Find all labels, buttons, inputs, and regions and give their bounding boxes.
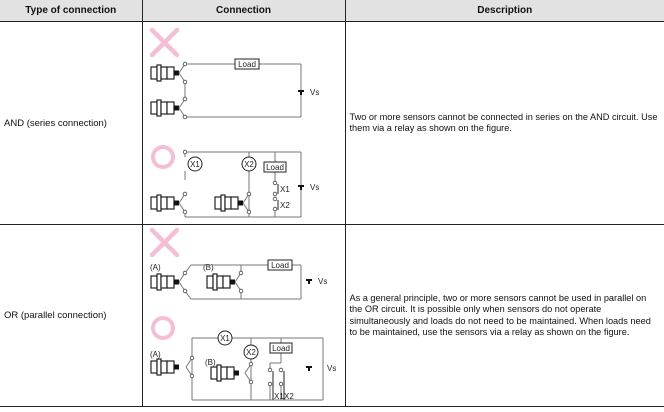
sensor-label-b: (B) [205, 358, 216, 367]
relay-coil-x1: X1 [187, 156, 202, 172]
sensor-icon [149, 358, 180, 376]
relay-contact-x2: X2 [283, 371, 294, 401]
header-connection: Connection [141, 0, 346, 22]
load-box: Load [234, 58, 259, 70]
cross-icon [149, 227, 179, 258]
svg-text:X2: X2 [244, 160, 254, 169]
battery-icon [297, 185, 304, 190]
battery-icon [305, 366, 312, 371]
battery-icon [305, 279, 312, 284]
supply-label: Vs [327, 364, 336, 373]
sensor-icon [149, 64, 180, 82]
svg-text:X2: X2 [284, 392, 294, 401]
type-cell: AND (series connection) [0, 21, 143, 225]
header-type: Type of connection [0, 0, 143, 22]
svg-text:X1: X1 [220, 334, 230, 343]
circle-icon [150, 316, 175, 340]
connection-cell: Load Vs [141, 21, 346, 225]
sensor-icon [149, 99, 180, 117]
sensor-icon [213, 194, 244, 212]
svg-text:Load: Load [272, 344, 290, 353]
header-description: Description [344, 0, 664, 22]
sensor-icon [149, 194, 180, 212]
table-row-or: OR (parallel connection) (A) (B) [0, 224, 664, 407]
sensor-label-a: (A) [150, 350, 161, 359]
circle-icon [150, 145, 175, 169]
header-row: Type of connection Connection Descriptio… [0, 0, 664, 22]
sensor-label-a: (A) [150, 263, 161, 272]
sensor-label-b: (B) [203, 263, 214, 272]
relay-coil-x2: X2 [241, 156, 256, 172]
supply-label: Vs [318, 277, 327, 286]
svg-text:X2: X2 [280, 201, 290, 210]
and-series-wiring [178, 63, 301, 118]
battery-icon [297, 90, 304, 95]
load-box: Load [267, 259, 292, 271]
load-box: Load [263, 161, 286, 173]
svg-text:Load: Load [271, 261, 289, 270]
sensor-icon [209, 364, 240, 382]
and-diagrams: Load Vs [149, 27, 319, 218]
supply-label: Vs [310, 88, 319, 97]
supply-label: Vs [310, 183, 319, 192]
relay-contact-x2: X2 [277, 200, 290, 210]
relay-contact-x1: X1 [272, 371, 284, 401]
load-box: Load [269, 342, 292, 354]
relay-coil-x2: X2 [243, 344, 258, 360]
or-diagrams: (A) (B) [149, 227, 336, 401]
svg-text:X1: X1 [190, 160, 200, 169]
or-parallel-wiring [178, 264, 301, 300]
cross-icon [149, 27, 179, 58]
svg-text:Load: Load [266, 163, 284, 172]
sensor-icon [205, 273, 236, 291]
table-row-and: AND (series connection) [0, 21, 664, 225]
relay-contact-x1: X1 [277, 184, 290, 194]
connection-cell: (A) (B) [141, 224, 346, 407]
svg-text:X1: X1 [274, 392, 284, 401]
svg-text:X1: X1 [280, 185, 290, 194]
sensor-icon [149, 273, 180, 291]
type-cell: OR (parallel connection) [0, 224, 143, 407]
svg-text:X2: X2 [246, 348, 256, 357]
svg-text:Load: Load [238, 60, 256, 69]
description-cell: Two or more sensors cannot be connected … [344, 21, 664, 225]
description-cell: As a general principle, two or more sens… [344, 224, 664, 407]
relay-coil-x1: X1 [217, 330, 232, 346]
